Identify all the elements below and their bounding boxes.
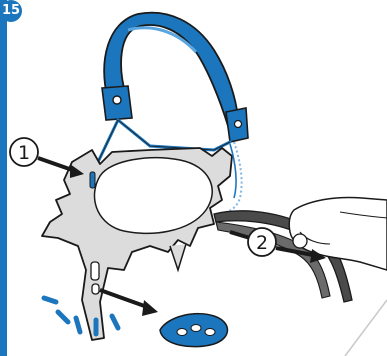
left-attachment-clip [90,172,95,188]
callout-1-label: 1 [18,142,30,164]
page-corner-fold [345,300,387,356]
callout-2-label: 2 [256,232,268,254]
callout-1: 1 [10,138,38,166]
strap-end-right [226,108,248,142]
anti-balling-pad [160,314,228,347]
strap-buckle [102,86,132,120]
callout-2: 2 [248,228,276,256]
removal-arrow [100,290,158,316]
flash-marks [44,298,118,334]
